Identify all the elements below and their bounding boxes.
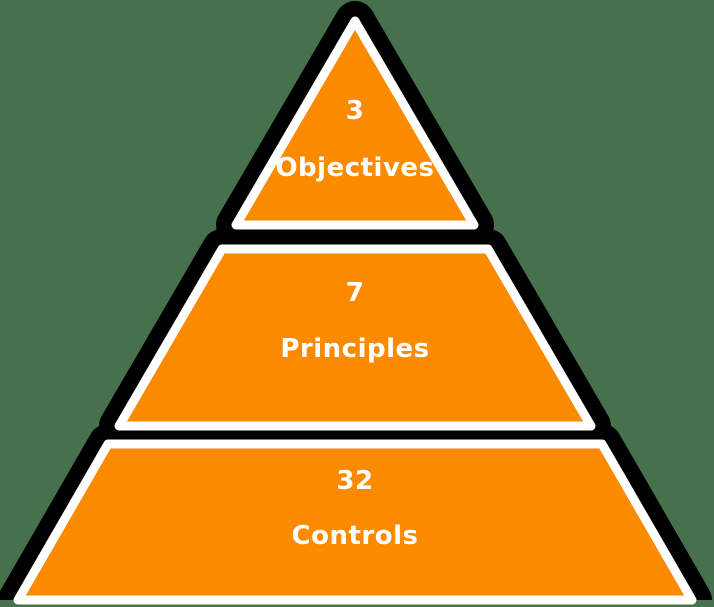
tier-controls-label: Controls xyxy=(292,521,419,551)
tier-principles-label: Principles xyxy=(280,334,429,364)
tier-controls-count: 32 xyxy=(336,466,373,496)
tier-controls-shape xyxy=(13,439,697,605)
tier-objectives-label: Objectives xyxy=(275,153,434,183)
tier-objectives-count: 3 xyxy=(346,96,365,126)
tier-objectives-shape xyxy=(231,16,479,230)
pyramid-face-layer xyxy=(13,16,697,605)
tier-principles-count: 7 xyxy=(346,278,365,308)
tier-principles-shape xyxy=(114,244,596,431)
pyramid-label-layer: 3 Objectives 7 Principles 32 Controls xyxy=(275,96,434,551)
